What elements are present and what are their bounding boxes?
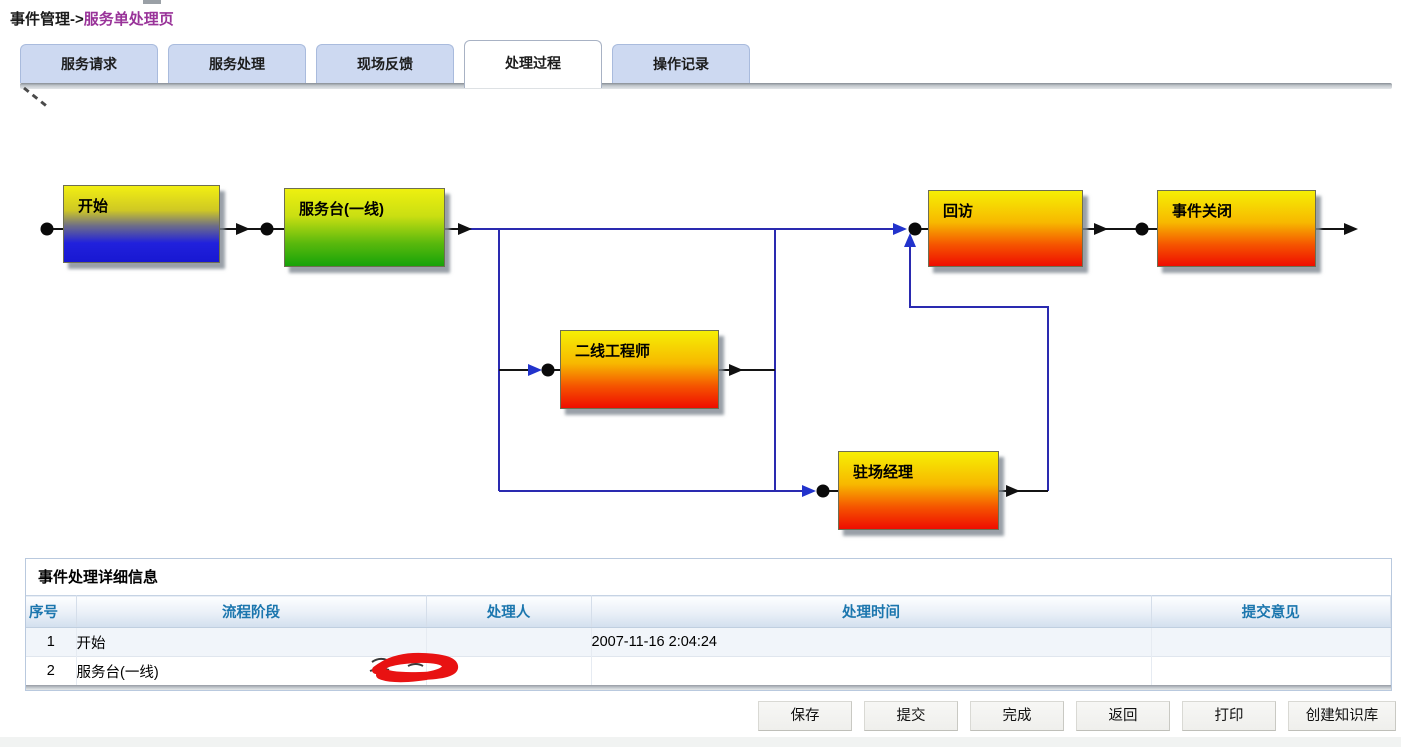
cell-time — [591, 656, 1152, 685]
table-title: 事件处理详细信息 — [38, 569, 159, 586]
breadcrumb: 事件管理->服务单处理页 — [10, 8, 174, 29]
flow-node-revisit-label: 回访 — [943, 203, 974, 220]
flow-node-onsite-manager: 驻场经理 — [838, 451, 999, 530]
cell-handler — [426, 627, 592, 657]
workflow-diagram — [40, 222, 1358, 498]
cell-stage: 开始 — [76, 627, 427, 657]
drag-cursor-icon — [23, 86, 50, 110]
tab-operation-log[interactable]: 操作记录 — [612, 44, 750, 83]
return-button[interactable]: 返回 — [1076, 701, 1170, 731]
create-knowledge-base-button[interactable]: 创建知识库 — [1288, 701, 1396, 731]
tab-service-request[interactable]: 服务请求 — [20, 44, 158, 83]
breadcrumb-trail-label: 事件管理-> — [10, 11, 84, 28]
col-header-comment: 提交意见 — [1151, 595, 1391, 628]
table-header-row: 序号 流程阶段 处理人 处理时间 提交意见 — [26, 595, 1391, 628]
tab-service-handling[interactable]: 服务处理 — [168, 44, 306, 83]
flow-node-line2-engineer: 二线工程师 — [560, 330, 719, 409]
tab-process-flow[interactable]: 处理过程 — [464, 40, 602, 88]
cell-seq: 1 — [26, 627, 77, 657]
col-header-time: 处理时间 — [591, 595, 1152, 628]
complete-button[interactable]: 完成 — [970, 701, 1064, 731]
cell-time: 2007-11-16 2:04:24 — [591, 627, 1152, 657]
breadcrumb-current-label: 服务单处理页 — [83, 11, 174, 28]
flow-node-start-label: 开始 — [78, 198, 109, 215]
flow-node-start: 开始 — [63, 185, 220, 263]
redaction-scribble — [369, 652, 458, 683]
flow-node-line2-engineer-label: 二线工程师 — [575, 343, 651, 360]
event-detail-table: 序号 流程阶段 处理人 处理时间 提交意见 1 开始 2007-11-16 2:… — [26, 595, 1391, 685]
table-row: 1 开始 2007-11-16 2:04:24 — [26, 627, 1391, 657]
window-edge-artifact — [143, 0, 161, 4]
col-header-handler: 处理人 — [426, 595, 592, 628]
action-button-row: 保存 提交 完成 返回 打印 创建知识库 — [758, 701, 1396, 731]
cell-comment — [1151, 656, 1391, 685]
flow-node-service-desk-label: 服务台(一线) — [299, 201, 384, 218]
submit-button[interactable]: 提交 — [864, 701, 958, 731]
tab-field-feedback[interactable]: 现场反馈 — [316, 44, 454, 83]
col-header-seq: 序号 — [26, 595, 77, 628]
tab-bar: 服务请求 服务处理 现场反馈 处理过程 操作记录 — [20, 40, 750, 88]
flow-node-service-desk: 服务台(一线) — [284, 188, 445, 267]
col-header-stage: 流程阶段 — [76, 595, 427, 628]
flow-node-onsite-manager-label: 驻场经理 — [853, 464, 914, 481]
save-button[interactable]: 保存 — [758, 701, 852, 731]
bottom-margin-strip — [0, 737, 1401, 747]
event-detail-panel: 事件处理详细信息 序号 流程阶段 处理人 处理时间 提交意见 1 开始 2007… — [25, 558, 1392, 691]
table-row: 2 服务台(一线) — [26, 656, 1391, 685]
tab-divider-rule — [20, 83, 1392, 89]
cell-seq: 2 — [26, 656, 77, 685]
flow-node-event-close-label: 事件关闭 — [1172, 203, 1233, 220]
print-button[interactable]: 打印 — [1182, 701, 1276, 731]
flow-node-event-close: 事件关闭 — [1157, 190, 1316, 267]
table-bottom-edge — [26, 685, 1391, 690]
cell-stage: 服务台(一线) — [76, 656, 427, 685]
flow-node-revisit: 回访 — [928, 190, 1083, 267]
cell-comment — [1151, 627, 1391, 657]
